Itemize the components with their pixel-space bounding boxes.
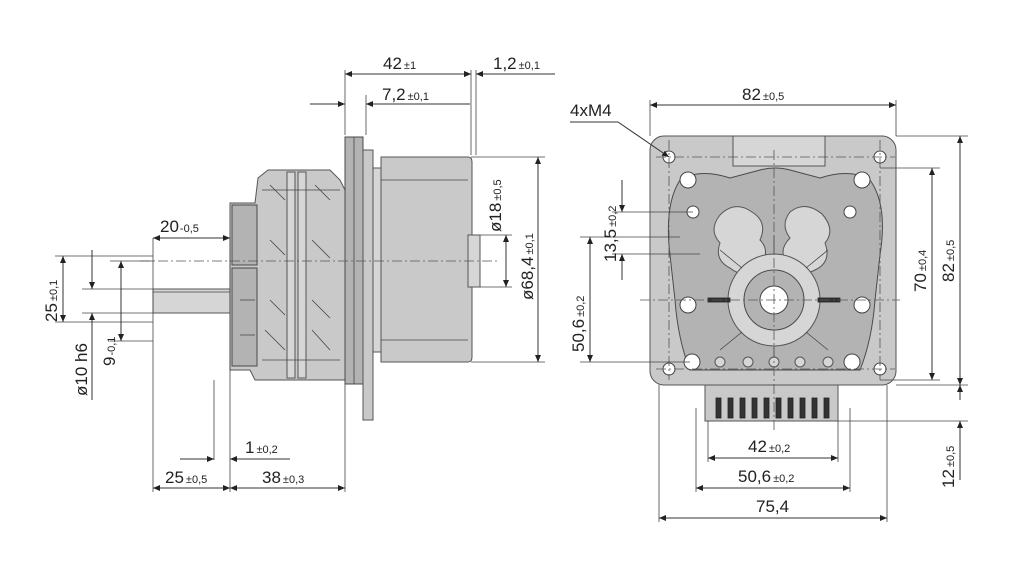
dim-shaft-dia: ø10 h6 bbox=[72, 343, 91, 396]
dim-bottom-25: 25±0,5 bbox=[165, 468, 207, 487]
callout-screws: 4xM4 bbox=[570, 101, 612, 120]
dim-bottom-1: 1±0,2 bbox=[245, 438, 278, 457]
connector bbox=[704, 384, 839, 422]
output-shaft bbox=[152, 288, 234, 314]
dim-bottom-50-6: 50,6±0,2 bbox=[738, 467, 794, 486]
dim-bottom-38: 38±0,3 bbox=[262, 468, 304, 487]
dim-flat-9: 9-0,1 bbox=[100, 337, 119, 366]
dim-bottom-75-4: 75,4 bbox=[756, 497, 789, 516]
side-view: 42±1 1,2±0,1 7,2±0,1 20-0,5 ø18±0,5 ø68,… bbox=[42, 54, 555, 492]
dim-bottom-42: 42±0,2 bbox=[748, 437, 790, 456]
dim-top-flange: 7,2±0,1 bbox=[382, 85, 429, 104]
dim-right-12: 12±0,5 bbox=[939, 446, 958, 488]
dim-left-50-6: 50,6±0,2 bbox=[569, 296, 588, 352]
front-view: 4xM4 82±0,5 13,5±0,2 50,6±0,2 70±0,4 82±… bbox=[569, 85, 968, 522]
dim-motor-dia: ø68,4±0,1 bbox=[518, 233, 537, 300]
motor-can bbox=[372, 156, 481, 363]
gearbox-housing bbox=[229, 169, 346, 381]
dim-shaft-length: 20-0,5 bbox=[160, 217, 199, 236]
dim-top-overall: 42±1 bbox=[383, 54, 416, 73]
dim-left-25: 25±0,1 bbox=[42, 280, 61, 322]
flange-plate bbox=[344, 136, 374, 421]
dim-hub-dia: ø18±0,5 bbox=[486, 179, 505, 232]
dim-top-right: 1,2±0,1 bbox=[493, 54, 540, 73]
dim-width-top: 82±0,5 bbox=[742, 85, 784, 104]
dim-right-82: 82±0,5 bbox=[939, 240, 958, 282]
dim-right-70: 70±0,4 bbox=[911, 250, 930, 292]
dim-left-13-5: 13,5±0,2 bbox=[601, 206, 620, 262]
